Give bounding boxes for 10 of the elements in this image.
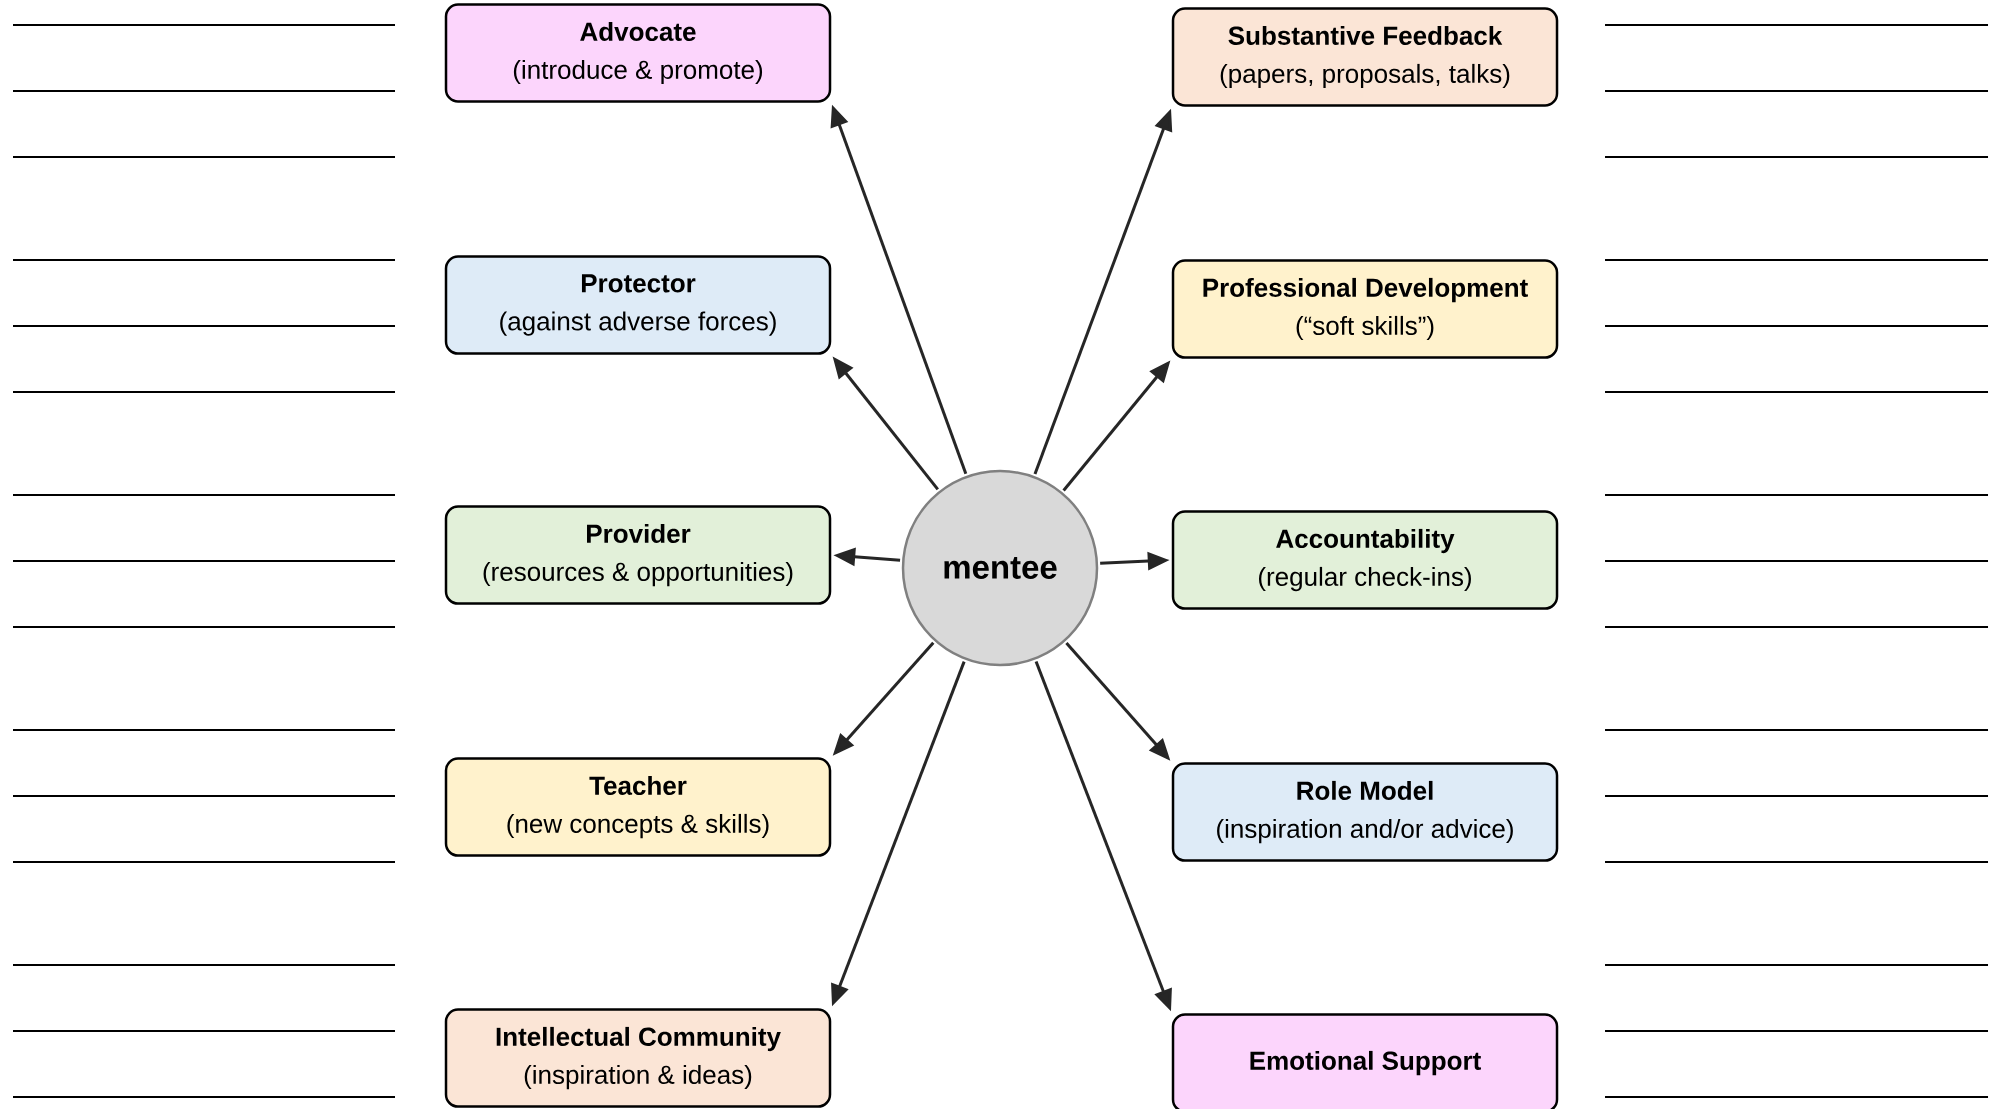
role-box: Intellectual Community (inspiration & ideas) (444, 1008, 832, 1108)
role-box: Teacher (new concepts & skills) (444, 757, 832, 857)
role-box: Emotional Support (1171, 1013, 1559, 1109)
role-box: Accountability (regular check-ins) (1171, 510, 1559, 610)
role-box: Substantive Feedback (papers, proposals, talks) (1171, 7, 1559, 107)
role-box: Provider (resources & opportunities) (444, 505, 832, 605)
role-box: Role Model (inspiration and/or advice) (1171, 762, 1559, 862)
role-box: Professional Development (“soft skills”) (1171, 259, 1559, 359)
role-box: Advocate (introduce & promote) (444, 3, 832, 103)
role-box: Protector (against adverse forces) (444, 255, 832, 355)
